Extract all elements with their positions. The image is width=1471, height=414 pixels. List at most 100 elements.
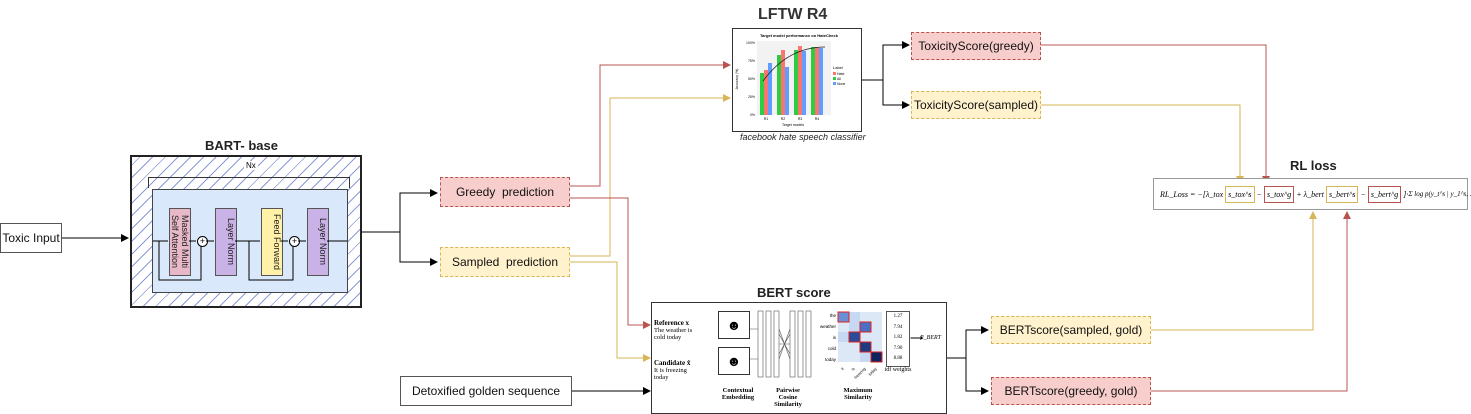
bertscore-title: BERT score <box>757 285 831 300</box>
stage-contextual-embedding: Contextual Embedding <box>721 387 755 401</box>
bertscore-sampled-box: BERTscore(sampled, gold) <box>991 316 1151 344</box>
reference-label: Reference x <box>654 319 690 327</box>
arrow-sampled-to-bert <box>570 261 651 362</box>
lftw-title: LFTW R4 <box>758 6 828 23</box>
stage-maximum-similarity: Maximum Similarity <box>843 387 873 401</box>
bart-decoder-layer: Masked Multi Self Attention + Layer Norm… <box>152 189 348 293</box>
sampled-prediction-box: Sampled prediction <box>440 247 570 277</box>
golden-sequence-box: Detoxified golden sequence <box>400 376 572 406</box>
formula-sum: Σ log p(y_t^s | y_1^s, ..., y_{t−1}^s, x… <box>1408 190 1471 198</box>
matrix-row-label: today <box>825 357 837 362</box>
term-bert-sampled: s_bert^s <box>1325 185 1359 203</box>
bertscore-greedy-box: BERTscore(greedy, gold) <box>991 377 1151 405</box>
x-tick: R1 <box>764 117 769 121</box>
arrow-bart-to-greedy <box>362 189 438 233</box>
candidate-text: It is freezing today <box>654 367 687 381</box>
lftw-legend-title: Label <box>833 65 843 70</box>
rbert-result: R_BERT <box>920 335 941 341</box>
arrow-bert-to-bs-sampled <box>945 326 989 359</box>
matrix-cells <box>837 311 883 363</box>
layer-norm-block-1: Layer Norm <box>215 208 237 276</box>
arrow-greedy-to-bert <box>570 197 651 329</box>
idf-value: 1.27 <box>893 314 903 319</box>
legend-hate: Hate <box>837 72 844 76</box>
arrow-lftw-to-tox-sampled <box>882 80 910 109</box>
arrow-tox-greedy-to-rl <box>1041 44 1270 184</box>
embedding-network <box>750 310 812 378</box>
matrix-row-label: cold <box>828 346 837 351</box>
x-tick: R4 <box>815 117 820 121</box>
arrow-bs-greedy-to-rl <box>1151 211 1351 392</box>
y-tick: 25% <box>748 95 755 99</box>
bart-title: BART- base <box>205 138 278 153</box>
matrix-row-label: weather <box>820 324 837 329</box>
toxicity-sampled-box: ToxicityScore(sampled) <box>911 91 1041 119</box>
rl-loss-formula: RL_Loss = −[λ_tox s_tox^s − s_tox^g + λ_… <box>1153 178 1471 210</box>
toxicity-greedy-label: ToxicityScore(greedy) <box>918 39 1034 53</box>
toxic-input-box: Toxic Input <box>0 223 62 253</box>
arrow-bs-sampled-to-rl <box>1151 211 1317 331</box>
toxicity-sampled-label: ToxicityScore(sampled) <box>913 98 1039 112</box>
similarity-matrix: the weather is cold today it is freezing… <box>820 311 883 380</box>
golden-sequence-label: Detoxified golden sequence <box>411 384 561 398</box>
idf-value: 8.88 <box>893 356 903 362</box>
bart-nx-loop <box>148 177 350 188</box>
toxic-input-label: Toxic Input <box>2 231 60 245</box>
x-tick: R3 <box>798 117 803 121</box>
bertscore-greedy-label: BERTscore(greedy, gold) <box>1004 384 1138 398</box>
lftw-caption: facebook hate speech classifier <box>740 132 866 142</box>
greedy-prediction-box: Greedy prediction <box>440 177 570 207</box>
stage-pairwise-similarity: Pairwise Cosine Similarity <box>774 387 802 408</box>
reference-text: The weather is cold today <box>654 327 693 341</box>
y-tick: 75% <box>748 59 755 63</box>
lftw-chart-panel: Target model performance on HateCheck Ac… <box>732 28 862 132</box>
bertscore-sampled-label: BERTscore(sampled, gold) <box>999 323 1143 337</box>
lftw-y-ticks: 100% 75% 50% 25% 0% <box>746 41 755 117</box>
lftw-chart-title: Target model performance on HateCheck <box>760 33 839 38</box>
x-tick: R2 <box>781 117 786 121</box>
idf-value: 1.82 <box>893 335 903 341</box>
toxicity-greedy-box: ToxicityScore(greedy) <box>911 32 1041 60</box>
lftw-bars <box>760 46 823 115</box>
lftw-chart-ylabel: Accuracy (%) <box>735 69 739 90</box>
matrix-col-label: freezing <box>853 366 867 380</box>
idf-weights-column: 1.27 7.94 1.82 7.90 8.88 <box>886 311 910 367</box>
legend-all: All <box>837 77 841 81</box>
legend-none: None <box>837 82 845 86</box>
term-bert-greedy: s_bert^g <box>1367 185 1402 203</box>
matrix-col-label: is <box>850 366 856 372</box>
y-tick: 100% <box>746 41 755 45</box>
matrix-col-label: it <box>840 366 846 372</box>
lftw-x-ticks: R1 R2 R3 R4 <box>764 117 820 121</box>
arrow-bert-to-bs-greedy <box>965 358 989 395</box>
idf-value: 7.94 <box>893 324 903 330</box>
bart-block: Nx Masked Multi Self Attention + Layer N… <box>130 155 362 308</box>
greedy-prediction-label: Greedy prediction <box>455 185 555 199</box>
bart-internal-arrows <box>153 240 347 281</box>
rbert-arrow: ⟶ <box>910 333 923 343</box>
bart-nx-label: Nx <box>244 161 258 170</box>
idf-value: 7.90 <box>893 345 903 351</box>
bertscore-panel: Reference x The weather is cold today Ca… <box>651 302 947 414</box>
formula-lhs: RL_Loss = −[λ_tox <box>1160 189 1224 199</box>
lftw-chart-xlabel: Target models <box>782 123 804 127</box>
bert-model-icon: ☻ <box>718 311 750 339</box>
bert-model-icon: ☻ <box>718 347 750 375</box>
sampled-prediction-label: Sampled prediction <box>451 255 559 269</box>
idf-weights-label: idf weights <box>884 367 912 373</box>
layer-norm-block-2: Layer Norm <box>307 208 329 276</box>
arrow-lftw-to-tox-greedy <box>860 41 910 81</box>
matrix-row-label: the <box>830 313 837 318</box>
arrow-tox-sampled-to-rl <box>1041 104 1244 184</box>
masked-attention-block: Masked Multi Self Attention <box>169 208 191 276</box>
arrow-sampled-to-lftw <box>570 94 731 257</box>
lftw-chart: Target model performance on HateCheck Ac… <box>735 33 845 127</box>
y-tick: 50% <box>748 77 755 81</box>
arrow-bart-to-sampled <box>399 232 438 266</box>
term-tox-greedy: s_tox^g <box>1263 185 1295 203</box>
rl-loss-title: RL loss <box>1290 158 1337 173</box>
arrow-greedy-to-lftw <box>570 61 731 187</box>
candidate-label: Candidate x̂ <box>654 359 691 367</box>
feed-forward-block: Feed Forward <box>261 208 283 276</box>
